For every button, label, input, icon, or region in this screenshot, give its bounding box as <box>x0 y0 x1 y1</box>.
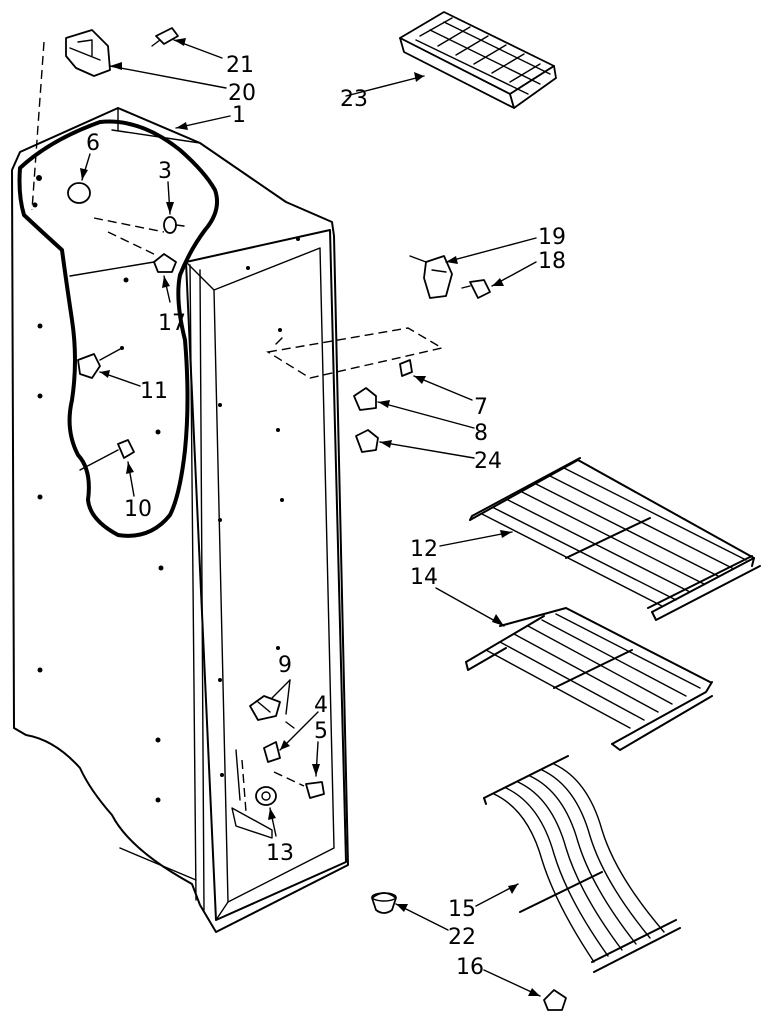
callout-21: 21 <box>226 53 254 78</box>
callout-3: 3 <box>158 159 172 184</box>
callout-6: 6 <box>86 131 100 156</box>
cap-22-part <box>371 892 397 914</box>
freezer-liner <box>11 41 349 933</box>
callout-22: 22 <box>448 925 476 950</box>
callout-16: 16 <box>456 955 484 980</box>
callout-10: 10 <box>124 497 152 522</box>
callout-13: 13 <box>266 841 294 866</box>
screw-5-part <box>273 771 325 799</box>
callout-5: 5 <box>314 719 328 744</box>
fastener-11-part <box>77 346 124 379</box>
shelf-support-7-part <box>399 359 413 377</box>
clip-17-part <box>69 231 177 277</box>
shelf-support-8-part <box>353 387 377 411</box>
callout-20: 20 <box>228 81 256 106</box>
callout-23: 23 <box>340 87 368 112</box>
wheel-13-part <box>255 786 277 806</box>
light-bulb-part <box>461 279 491 299</box>
callout-7: 7 <box>474 395 488 420</box>
callout-18: 18 <box>538 249 566 274</box>
callout-1: 1 <box>232 103 246 128</box>
screw-21-part <box>151 27 179 47</box>
pivot-9-part <box>249 695 295 729</box>
callout-19: 19 <box>538 225 566 250</box>
callout-4: 4 <box>314 693 328 718</box>
callout-8: 8 <box>474 421 488 446</box>
ice-tray-part <box>399 11 557 109</box>
wire-shelf-12 <box>469 457 761 621</box>
stud-10-part <box>79 439 135 471</box>
callout-15: 15 <box>448 897 476 922</box>
callout-14: 14 <box>410 565 438 590</box>
bracket-4-part <box>263 741 281 763</box>
plug-6-part <box>36 175 91 204</box>
wire-rack-15 <box>483 755 681 973</box>
shelf-support-24-part <box>355 429 379 453</box>
stud-3-part <box>93 216 185 234</box>
callout-9: 9 <box>278 653 292 678</box>
callout-17: 17 <box>158 311 186 336</box>
callout-11: 11 <box>140 379 168 404</box>
light-housing-part <box>65 29 111 77</box>
end-cap-16-part <box>543 989 567 1011</box>
light-socket-part <box>409 255 453 299</box>
leader-lines <box>80 38 541 997</box>
callout-12: 12 <box>410 537 438 562</box>
callout-24: 24 <box>474 449 502 474</box>
wire-shelf-14 <box>465 607 713 751</box>
callout-labels: 21 20 1 6 3 17 11 10 9 4 5 13 23 19 18 7… <box>86 53 566 980</box>
